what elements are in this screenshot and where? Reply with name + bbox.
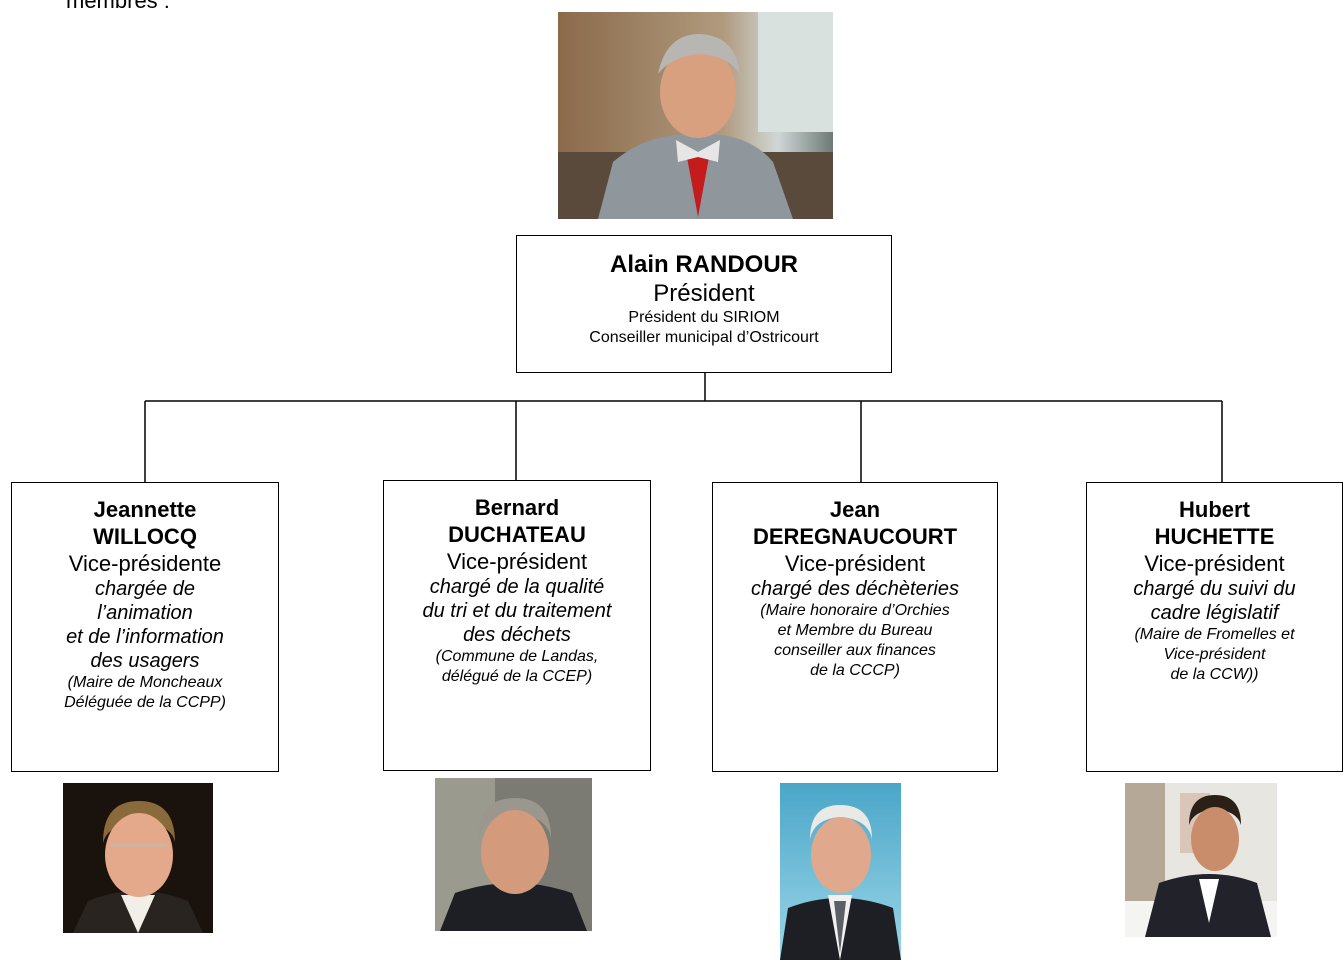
- vp-name: Bernard: [474, 495, 560, 520]
- vp-note: (Maire de Moncheaux: [67, 674, 223, 691]
- vp-mission: des usagers: [90, 650, 200, 672]
- vp-mission: l’animation: [97, 602, 193, 624]
- vp-note: et Membre du Bureau: [777, 622, 933, 639]
- vp-name: DUCHATEAU: [448, 522, 586, 547]
- vp-mission: du tri et du traitement: [422, 600, 612, 622]
- president-photo: [558, 12, 833, 219]
- vp-mission: et de l’information: [66, 626, 224, 648]
- intro-text: membres :: [66, 0, 170, 13]
- president-box: Alain RANDOUR Président Président du SIR…: [516, 235, 892, 373]
- vp-note: (Maire de Fromelles et: [1134, 626, 1295, 643]
- vp-role: Vice-président: [446, 549, 588, 574]
- vp-mission: des déchets: [463, 624, 571, 646]
- vp-note: Vice-président: [1163, 646, 1266, 663]
- president-line: Président du SIRIOM: [628, 309, 780, 326]
- vp-role: Vice-présidente: [68, 551, 222, 576]
- vp-box-huchette: Hubert HUCHETTE Vice-président chargé du…: [1086, 482, 1343, 772]
- president-line: Conseiller municipal d’Ostricourt: [589, 329, 819, 346]
- vp-box-willocq: Jeannette WILLOCQ Vice-présidente chargé…: [11, 482, 279, 772]
- vp-note: (Maire honoraire d’Orchies: [760, 602, 950, 619]
- vp-note: (Commune de Landas,: [435, 648, 599, 665]
- vp-note: de la CCW)): [1170, 666, 1259, 683]
- president-role: Président: [653, 280, 755, 307]
- vp-photo-willocq: [63, 783, 213, 933]
- vp-name: DEREGNAUCOURT: [752, 524, 958, 549]
- vp-name: WILLOCQ: [93, 524, 197, 549]
- vp-note: de la CCCP): [810, 662, 900, 679]
- vp-mission: chargée de: [94, 578, 196, 600]
- vp-note: conseiller aux finances: [774, 642, 936, 659]
- vp-photo-duchateau: [435, 778, 592, 931]
- vp-role: Vice-président: [1144, 551, 1285, 576]
- vp-name: HUCHETTE: [1154, 524, 1275, 549]
- vp-name: Hubert: [1179, 497, 1250, 522]
- vp-note: délégué de la CCEP): [441, 668, 593, 685]
- vp-photo-deregnaucourt: [780, 783, 901, 960]
- vp-box-duchateau: Bernard DUCHATEAU Vice-président chargé …: [383, 480, 651, 771]
- vp-mission: chargé des déchèteries: [751, 578, 959, 600]
- vp-name: Jean: [829, 497, 881, 522]
- vp-mission: chargé du suivi du: [1133, 578, 1296, 600]
- vp-name: Jeannette: [93, 497, 197, 522]
- vp-photo-huchette: [1125, 783, 1277, 937]
- vp-note: Déléguée de la CCPP): [64, 694, 226, 711]
- vp-box-deregnaucourt: Jean DEREGNAUCOURT Vice-président chargé…: [712, 482, 998, 772]
- vp-mission: cadre législatif: [1150, 602, 1279, 624]
- president-name: Alain RANDOUR: [609, 251, 798, 278]
- vp-role: Vice-président: [784, 551, 926, 576]
- vp-mission: chargé de la qualité: [429, 576, 605, 598]
